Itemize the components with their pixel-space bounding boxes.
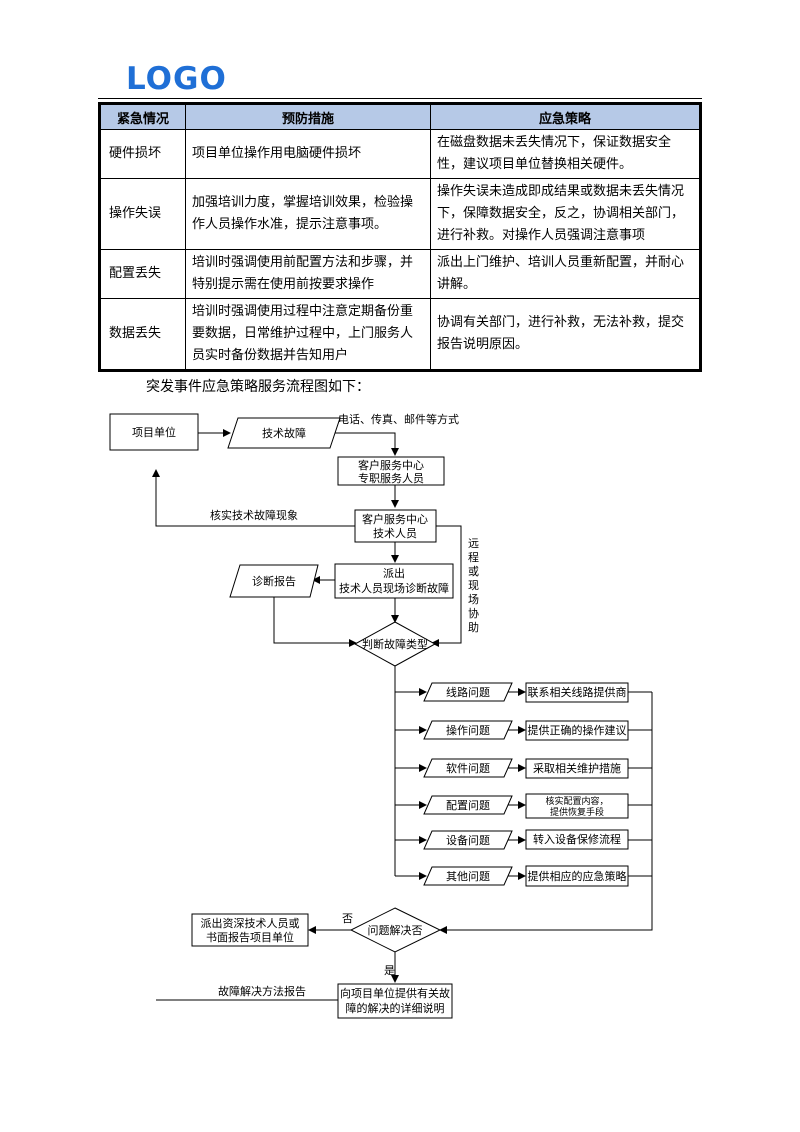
final-report-box [337,983,453,1019]
svg-text:远: 远 [468,537,479,550]
header-emergency: 紧急情况 [99,103,186,130]
action-line-label: 联系相关线路提供商 [528,685,627,699]
svg-text:现: 现 [468,579,479,592]
cs-center-dedicated-line1: 客户服务中心 [358,458,424,472]
emergency-table: 紧急情况 预防措施 应急策略 硬件损坏 项目单位操作用电脑硬件损坏 在磁盘数据未… [98,102,702,372]
header-rule [98,98,702,99]
cell-strategy: 协调有关部门，进行补救，无法补救，提交报告说明原因。 [430,298,701,371]
issue-other-label: 其他问题 [446,870,490,883]
table-row: 数据丢失 培训时强调使用过程中注意定期备份重要数据，日常维护过程中，上门服务人员… [99,298,701,371]
dispatch-box [334,563,454,599]
cell-strategy: 在磁盘数据未丢失情况下，保证数据安全性，建议项目单位替换相关硬件。 [430,129,701,179]
header-strategy: 应急策略 [430,103,701,130]
action-config-line1: 核实配置内容， [545,795,608,807]
issue-software-shape [423,758,513,778]
cs-center-dedicated-line2: 专职服务人员 [358,471,424,485]
cell-prevention: 培训时强调使用前配置方法和步骤，并特别提示需在使用前按要求操作 [185,249,431,299]
dispatch-line1: 派出 [383,566,405,580]
cs-center-tech-box [354,509,437,543]
action-config-box [525,793,629,819]
senior-dispatch-box [191,913,309,947]
cell-emergency: 数据丢失 [99,298,186,371]
dispatch-line2: 技术人员现场诊断故障 [339,581,449,595]
cell-emergency: 硬件损坏 [99,129,186,179]
svg-text:程: 程 [468,551,479,564]
final-report-line2: 障的解决的详细说明 [346,1001,445,1015]
judge-type-label: 判断故障类型 [362,637,428,651]
contact-methods-label: 电话、传真、邮件等方式 [338,412,459,426]
judge-type-diamond [353,621,437,667]
cell-emergency: 配置丢失 [99,249,186,299]
final-report-line1: 向项目单位提供有关故 [340,986,450,1000]
issue-equipment-label: 设备问题 [446,833,490,847]
action-equipment-label: 转入设备保修流程 [533,832,621,846]
issue-line-label: 线路问题 [446,685,490,699]
solution-report-label: 故障解决方法报告 [218,984,306,998]
cell-prevention: 培训时强调使用过程中注意定期备份重要数据，日常维护过程中，上门服务人员实时备份数… [185,298,431,371]
flowchart-intro: 突发事件应急策略服务流程图如下： [146,379,370,395]
svg-text:或: 或 [468,565,479,578]
diagnosis-report-shape [229,564,319,598]
senior-dispatch-line1: 派出资深技术人员或 [201,916,300,930]
table-row: 配置丢失 培训时强调使用前配置方法和步骤，并特别提示需在使用前按要求操作 派出上… [99,249,701,299]
cell-prevention: 加强培训力度，掌握培训效果，检验操作人员操作水准，提示注意事项。 [185,178,431,250]
remote-assist-label: 远 程 或 现 场 协 助 [468,537,479,634]
issue-config-shape [423,795,513,815]
action-line-box [525,682,629,703]
svg-text:助: 助 [468,620,479,634]
project-unit-label: 项目单位 [132,425,176,439]
logo: LOGO [126,61,227,97]
action-other-box [525,865,629,887]
resolved-label: 问题解决否 [368,923,423,937]
issue-operation-shape [423,720,513,740]
issue-equipment-shape [423,830,513,850]
action-operation-label: 提供正确的操作建议 [528,723,627,737]
cell-prevention: 项目单位操作用电脑硬件损坏 [185,129,431,179]
action-operation-box [525,720,629,741]
cell-emergency: 操作失误 [99,178,186,250]
action-software-label: 采取相关维护措施 [533,761,621,775]
cs-center-tech-line2: 技术人员 [373,527,417,540]
action-other-label: 提供相应的应急策略 [528,869,627,883]
issue-line-shape [423,682,513,702]
svg-text:协: 协 [468,606,479,620]
cs-center-tech-line1: 客户服务中心 [362,512,428,526]
resolved-diamond [349,907,442,953]
issue-other-shape [423,866,513,886]
action-config-line2: 提供恢复手段 [550,806,604,818]
flow-connectors [152,429,653,1001]
issue-operation-label: 操作问题 [446,723,490,737]
diagnosis-report-label: 诊断报告 [252,574,296,588]
issue-software-label: 软件问题 [446,761,490,775]
verify-fault-label: 核实技术故障现象 [210,508,298,522]
no-label: 否 [342,912,353,925]
senior-dispatch-line2: 书面报告项目单位 [206,930,294,944]
tech-fault-shape [227,417,341,449]
project-unit-box [109,413,199,451]
table-row: 硬件损坏 项目单位操作用电脑硬件损坏 在磁盘数据未丢失情况下，保证数据安全性，建… [99,129,701,179]
yes-label: 是 [384,964,395,977]
tech-fault-label: 技术故障 [262,426,306,440]
cs-center-dedicated-box [337,456,445,486]
issue-config-label: 配置问题 [446,799,490,812]
action-equipment-box [525,829,629,850]
svg-text:场: 场 [468,592,479,606]
cell-strategy: 操作失误未造成即成结果或数据未丢失情况下，保障数据安全，反之，协调相关部门，进行… [430,178,701,250]
table-row: 操作失误 加强培训力度，掌握培训效果，检验操作人员操作水准，提示注意事项。 操作… [99,178,701,250]
action-software-box [525,758,629,779]
